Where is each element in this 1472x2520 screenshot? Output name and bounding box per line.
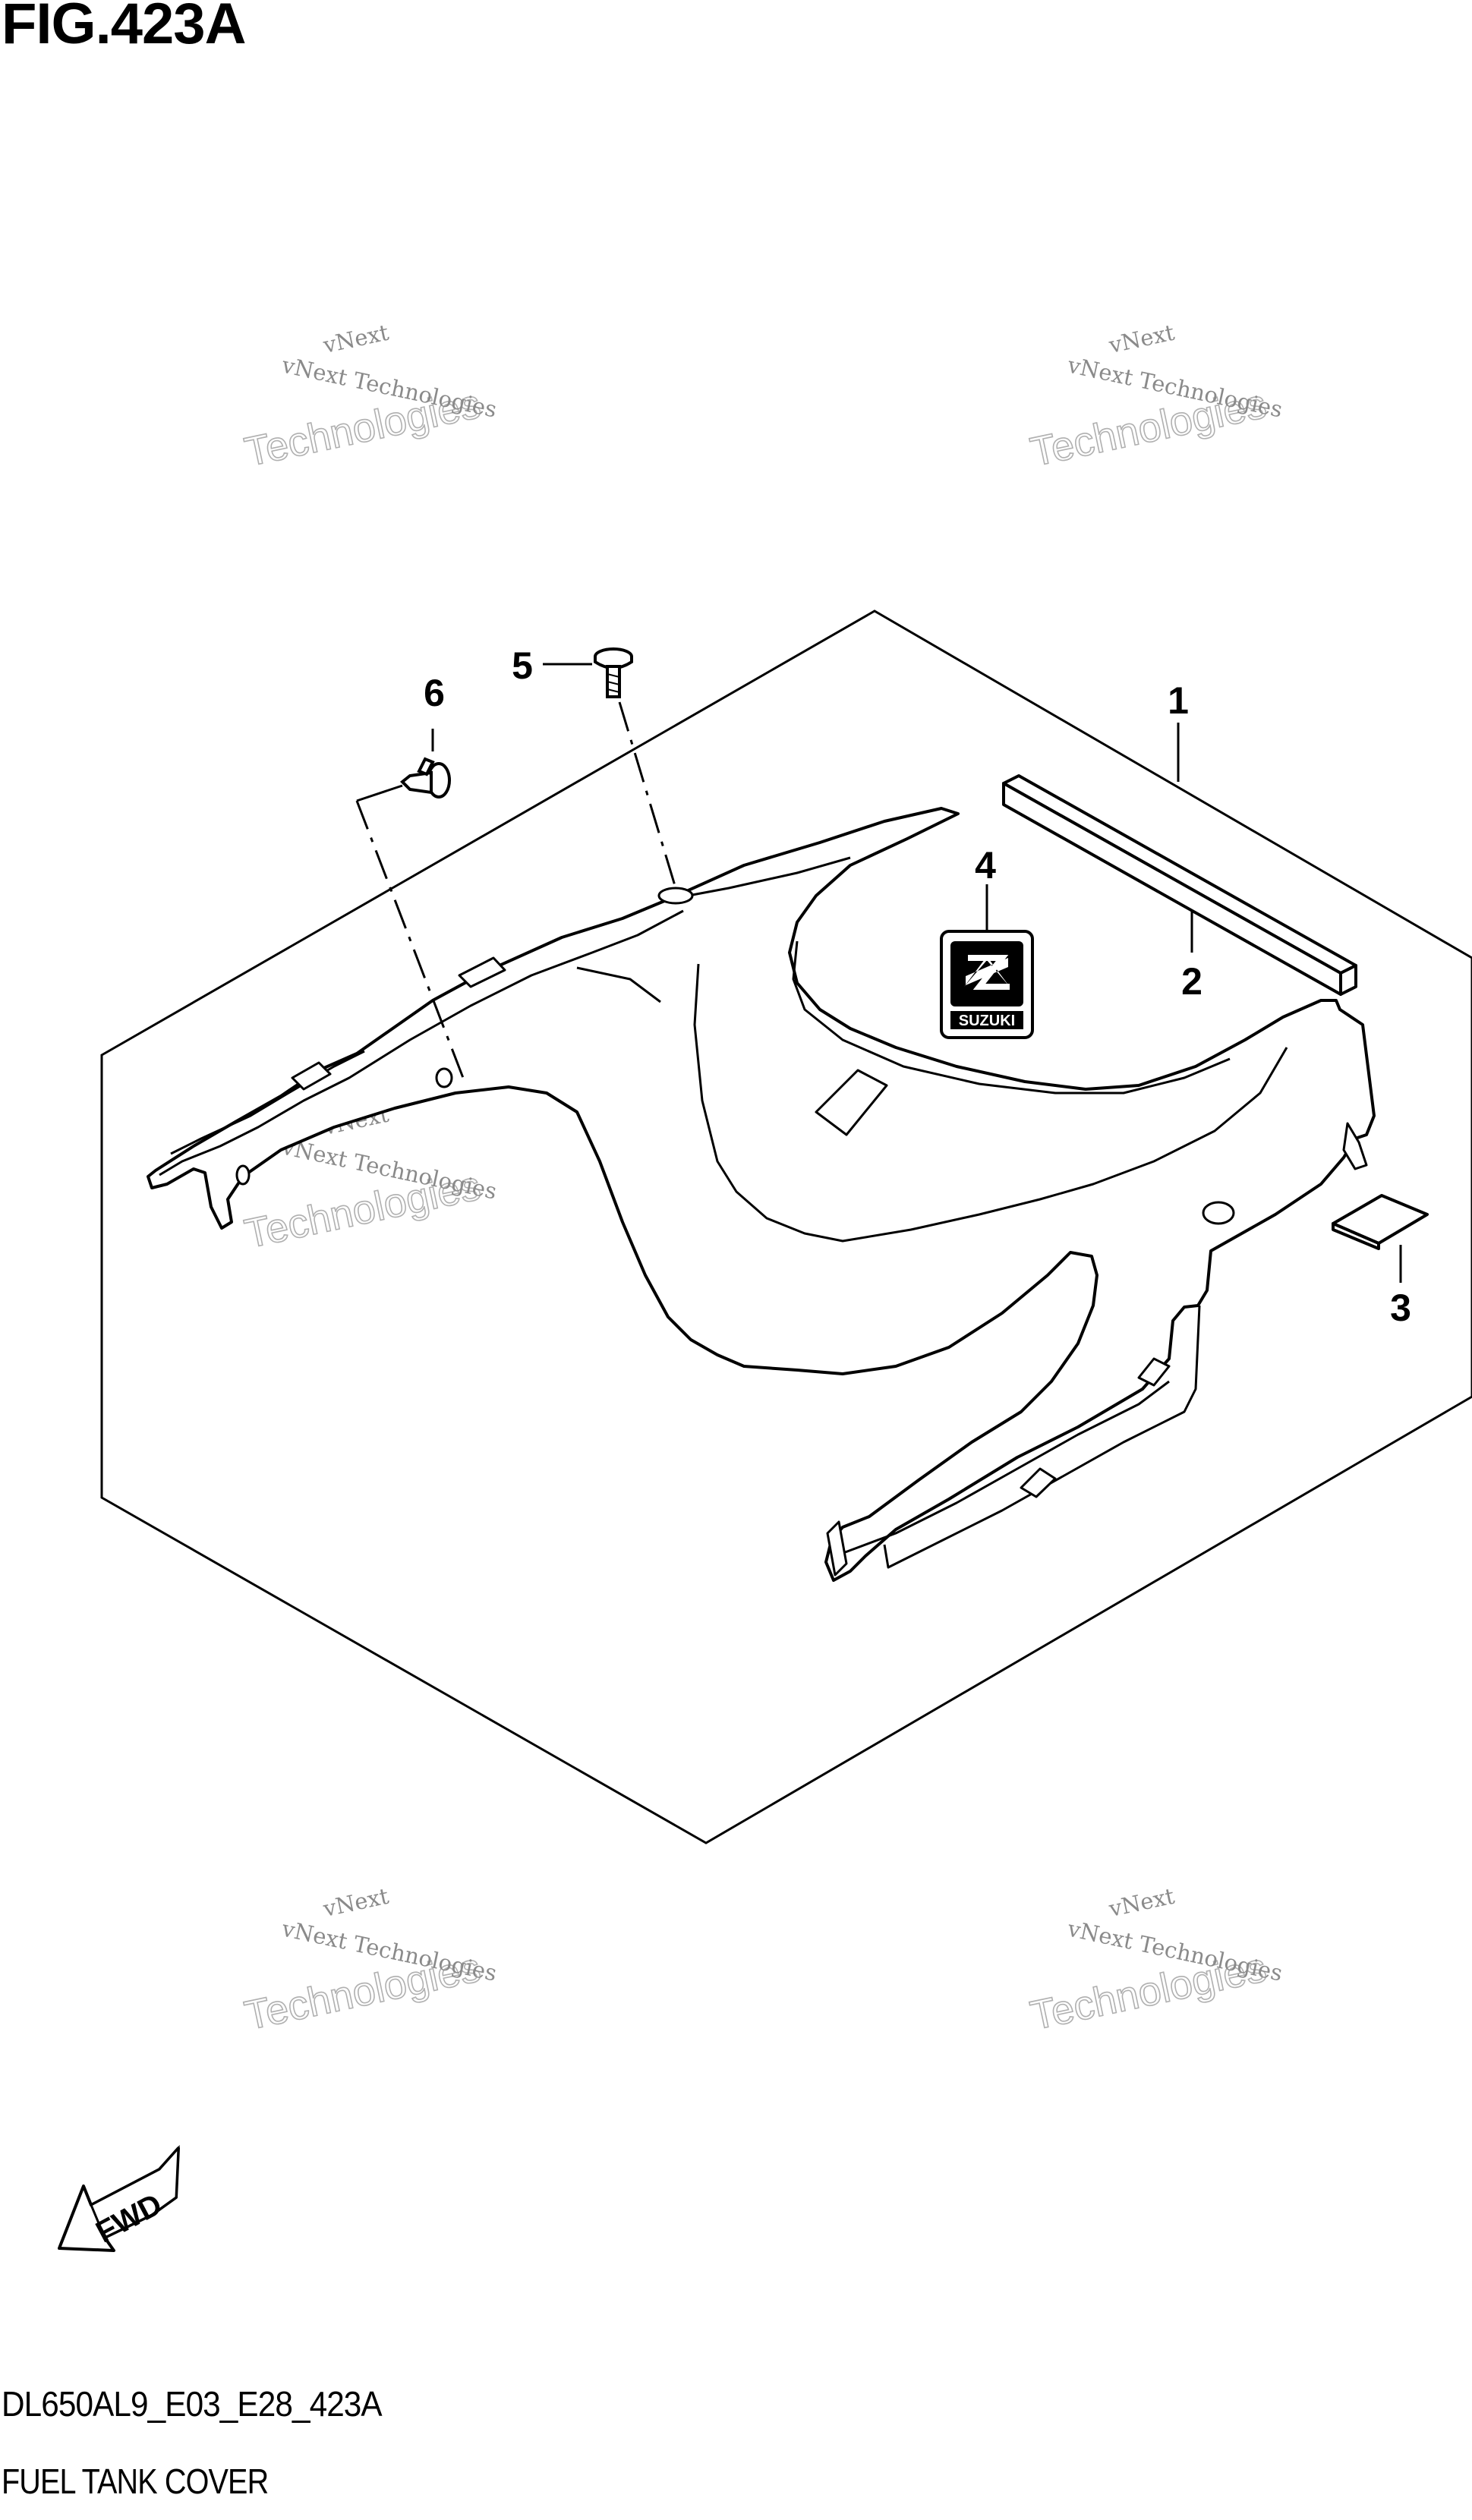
watermark-small-text: vNext [320,320,391,359]
clip-body [400,770,433,795]
dash-line-clip [355,800,465,1079]
strip-front-face [1002,782,1342,996]
right-flange [834,1380,1170,1558]
suzuki-s-stroke [968,955,1010,990]
watermark-small-text: vNext [1106,320,1177,359]
upper-ridge [576,966,661,1003]
clip-leg [417,757,435,776]
callout-1: 1 [1168,679,1189,722]
right-slot-2 [1020,1467,1057,1498]
left-tab [291,1061,332,1091]
callout-2: 2 [1181,960,1203,1003]
fuel-tank-cover [147,807,1376,1582]
mount-hole-left [435,1067,453,1088]
callout-4: 4 [975,844,996,887]
watermark-small-text: vNext [320,1883,391,1923]
mount-hole-left-2 [235,1164,251,1186]
part-pad [1332,1194,1429,1250]
dash-line-bolt [618,701,677,889]
diagram-code: DL650AL9_E03_E28_423A [2,2384,383,2424]
part-strip [1002,774,1357,996]
strip-top-face [1002,774,1357,975]
emblem-brand-text: SUZUKI [959,1013,1015,1029]
right-flange-rim [883,1305,1201,1569]
right-slot-1 [1137,1357,1171,1387]
upper-ridge-2 [667,856,851,901]
part-clip [400,757,451,799]
diagram-name: FUEL TANK COVER [2,2462,269,2501]
strip-end-face [1339,964,1357,996]
cover-outline [147,807,1376,1582]
emblem-brand-band [950,1011,1023,1029]
mount-hole-right [1202,1201,1235,1225]
pad-side [1332,1222,1380,1250]
left-flange-rim [170,1050,365,1155]
cover-inner-opening [693,963,1288,1243]
left-tab-2 [458,956,506,988]
part-bolt [594,647,633,698]
leader-6-to-clip [356,784,403,802]
figure-title: FIG.423A [2,0,246,56]
mount-hole-top [657,887,694,905]
right-end-tab [826,1520,848,1577]
fwd-arrow-icon: FWD [58,2144,180,2252]
part-emblem: SUZUKI [940,930,1034,1039]
right-top-tab [1342,1122,1368,1170]
callout-6: 6 [424,672,445,714]
fwd-arrow-shadow [90,2144,180,2240]
bolt-thread [607,673,620,693]
assembly-frame [100,610,1472,1844]
callout-3: 3 [1390,1287,1411,1329]
watermark-small-text: vNext [1106,1883,1177,1923]
center-slot [815,1069,888,1136]
leader-lines [355,663,1402,1283]
callout-5: 5 [512,644,533,687]
cover-inner-edge [792,940,1231,1095]
left-flange [159,909,684,1177]
